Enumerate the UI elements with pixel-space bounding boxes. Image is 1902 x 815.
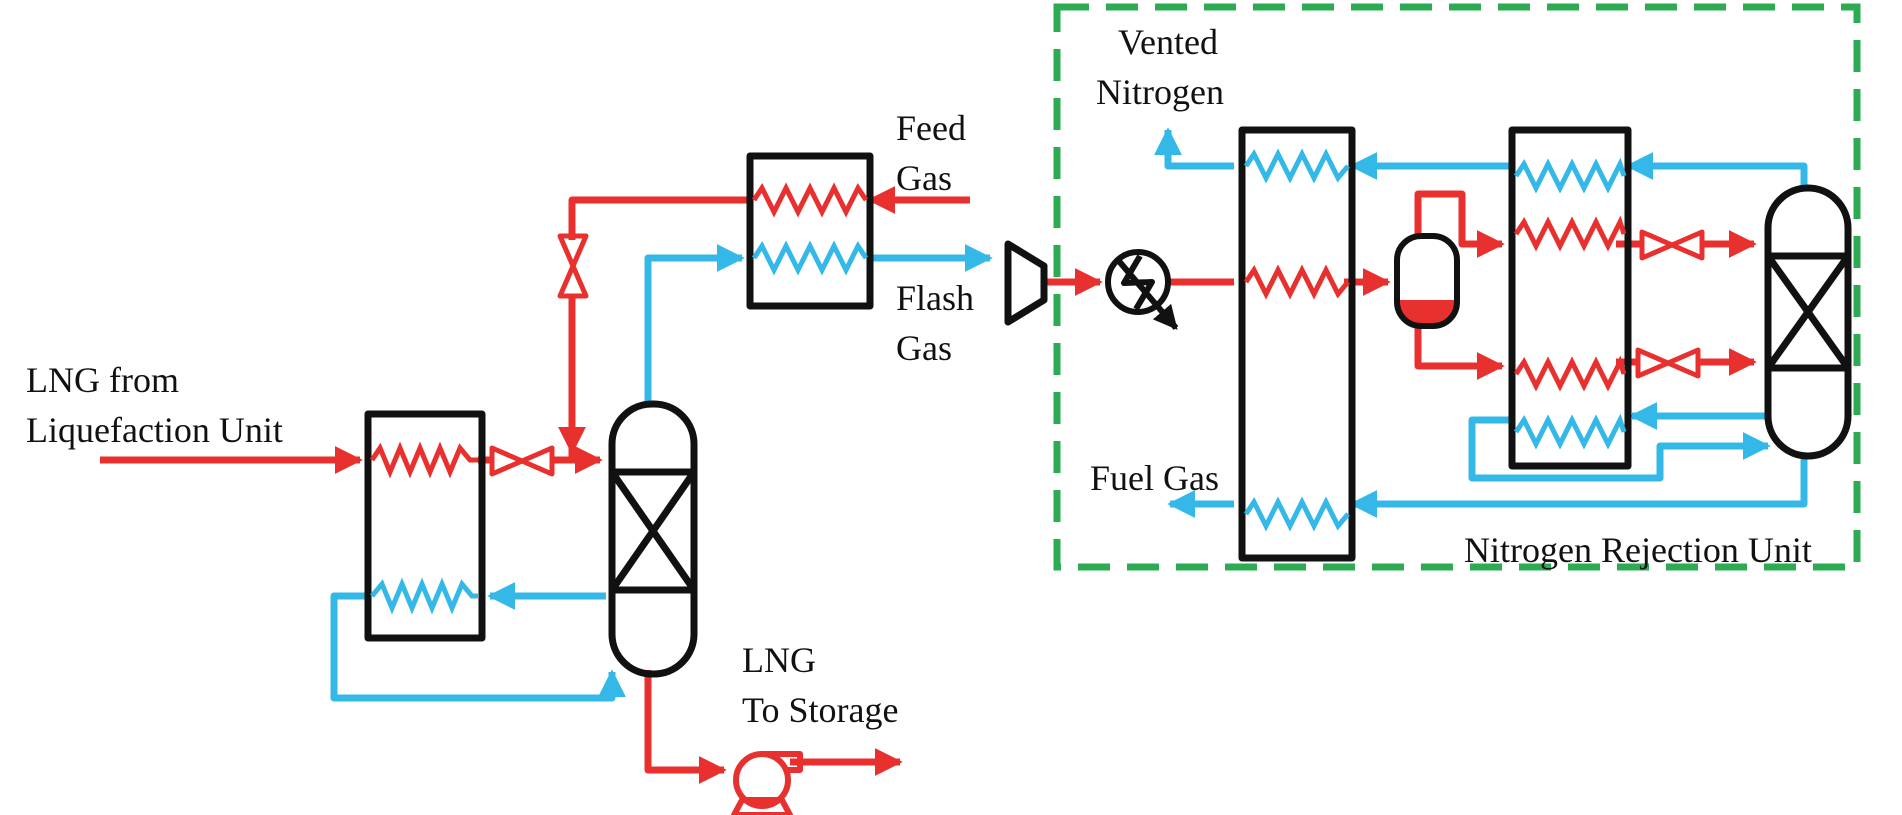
drum-liquid-line bbox=[1414, 326, 1505, 380]
lng-storage-label-line1: LNG bbox=[742, 640, 816, 680]
lower-valve-icon bbox=[1635, 347, 1701, 379]
bypass-valve-icon bbox=[557, 233, 589, 299]
fuel-gas-label: Fuel Gas bbox=[1090, 458, 1219, 498]
hx4-hot-coil-top-icon bbox=[1513, 215, 1627, 252]
hx2-hot-coil-icon bbox=[751, 182, 869, 218]
lng-from-label-line2: Liquefaction Unit bbox=[26, 410, 283, 450]
lng-bottoms-line bbox=[644, 670, 727, 784]
feed-gas-label-line1: Feed bbox=[896, 108, 966, 148]
upper-valve-icon bbox=[1639, 229, 1705, 261]
hx1-hot-coil-icon bbox=[369, 441, 478, 479]
vented-nitrogen-label-line2: Nitrogen bbox=[1096, 72, 1224, 112]
flash-drum bbox=[1394, 233, 1460, 329]
hx3-cold-coil-top-icon bbox=[1243, 148, 1350, 184]
feed-gas-label-line2: Gas bbox=[896, 158, 952, 198]
side-draw-loop-line bbox=[1468, 416, 1771, 482]
bypass-line-upper bbox=[568, 196, 750, 240]
vented-nitrogen-line bbox=[1154, 127, 1234, 170]
hx1-cold-coil-icon bbox=[370, 577, 478, 615]
column-bottoms-line bbox=[1349, 456, 1808, 518]
lng-storage-label-line2: To Storage bbox=[742, 690, 898, 730]
recycle-loop-line bbox=[330, 592, 626, 702]
separator-overhead-line bbox=[644, 244, 745, 404]
hx4-cold-coil-top-icon bbox=[1513, 157, 1627, 194]
hx3-hot-coil-icon bbox=[1243, 264, 1350, 300]
hx4-hot-coil-bottom-icon bbox=[1513, 355, 1627, 392]
hx3-cold-coil-bottom-icon bbox=[1243, 496, 1350, 532]
valve-1-icon bbox=[489, 445, 555, 477]
hx2-cold-coil-icon bbox=[751, 240, 869, 276]
heat-exchanger-1 bbox=[364, 410, 486, 642]
compressor-icon bbox=[1004, 240, 1048, 326]
heat-exchanger-2 bbox=[746, 152, 874, 310]
heat-exchanger-4 bbox=[1508, 126, 1632, 470]
vented-nitrogen-label-line1: Vented bbox=[1118, 22, 1218, 62]
nru-label: Nitrogen Rejection Unit bbox=[1464, 530, 1812, 570]
lng-from-label-line1: LNG from bbox=[26, 360, 179, 400]
flash-gas-label-line1: Flash bbox=[896, 278, 974, 318]
heat-exchanger-3 bbox=[1238, 126, 1356, 562]
flash-separator bbox=[608, 400, 698, 678]
drum-vapor-line bbox=[1414, 190, 1505, 258]
column-overhead-line bbox=[1625, 152, 1808, 190]
flash-gas-label-line2: Gas bbox=[896, 328, 952, 368]
cooler-icon bbox=[1105, 249, 1179, 330]
nitrogen-column bbox=[1764, 184, 1852, 460]
nru-boundary bbox=[1053, 3, 1861, 571]
lng-pump-icon bbox=[731, 751, 803, 815]
hx4-cold-coil-bottom-icon bbox=[1513, 413, 1627, 450]
